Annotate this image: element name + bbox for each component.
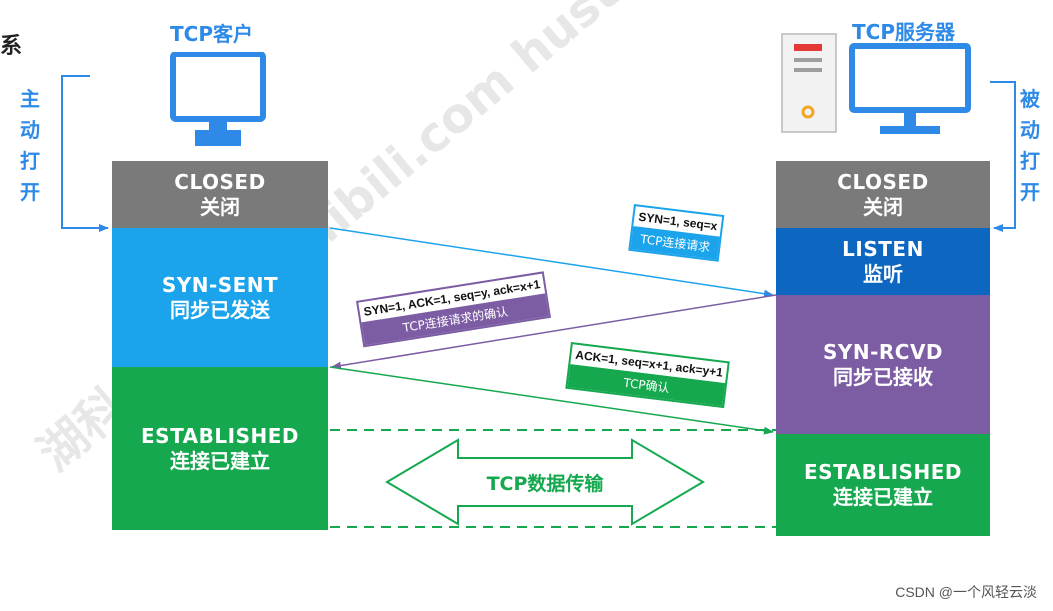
active-open-char: 动 <box>20 118 40 142</box>
active-open-label: 主 动 打 开 <box>20 84 40 208</box>
state-name-zh: 关闭 <box>200 194 240 219</box>
state-name-zh: 关闭 <box>863 194 903 219</box>
state-name-en: ESTABLISHED <box>804 460 962 484</box>
data-transfer-label: TCP数据传输 <box>486 473 604 495</box>
active-open-char: 开 <box>20 180 40 204</box>
passive-open-char: 动 <box>1020 118 1040 142</box>
server-state-established: ESTABLISHED 连接已建立 <box>776 434 990 536</box>
state-name-en: LISTEN <box>842 236 924 261</box>
passive-open-bracket <box>990 81 1016 232</box>
active-open-bracket <box>61 75 109 232</box>
passive-open-char: 被 <box>1020 87 1040 111</box>
client-state-syn-sent: SYN-SENT 同步已发送 <box>112 228 328 367</box>
passive-open-char: 打 <box>1020 149 1040 173</box>
ack-arrow <box>329 366 774 435</box>
client-title: TCP客户 <box>170 22 253 46</box>
syn-ack-arrow <box>331 294 777 370</box>
state-name-zh: 连接已建立 <box>170 448 270 473</box>
data-transfer-double-arrow <box>385 438 705 526</box>
csdn-credit: CSDN @一个风轻云淡 <box>895 584 1037 600</box>
active-open-char: 主 <box>20 87 40 111</box>
state-name-zh: 同步已接收 <box>833 364 933 389</box>
client-monitor-icon <box>170 52 266 146</box>
server-state-closed: CLOSED 关闭 <box>776 161 990 228</box>
state-name-en: SYN-SENT <box>161 272 279 297</box>
client-state-closed: CLOSED 关闭 <box>112 161 328 228</box>
passive-open-label: 被 动 打 开 <box>1020 84 1040 208</box>
passive-open-char: 开 <box>1020 180 1040 204</box>
server-title: TCP服务器 <box>852 20 955 44</box>
corner-title-fragment: 系 <box>0 34 23 59</box>
client-state-established: ESTABLISHED 连接已建立 <box>112 367 328 530</box>
state-name-en: CLOSED <box>837 169 929 194</box>
state-name-zh: 同步已发送 <box>170 297 270 322</box>
syn-arrow <box>329 227 774 298</box>
server-monitor-icon <box>849 43 971 134</box>
state-name-zh: 监听 <box>863 261 903 286</box>
server-tower-icon <box>781 33 837 133</box>
server-state-listen: LISTEN 监听 <box>776 228 990 295</box>
state-name-zh: 连接已建立 <box>833 485 933 509</box>
state-name-en: SYN-RCVD <box>822 339 944 364</box>
state-name-en: CLOSED <box>174 169 266 194</box>
server-state-syn-rcvd: SYN-RCVD 同步已接收 <box>776 295 990 434</box>
state-name-en: ESTABLISHED <box>141 423 299 448</box>
active-open-char: 打 <box>20 149 40 173</box>
